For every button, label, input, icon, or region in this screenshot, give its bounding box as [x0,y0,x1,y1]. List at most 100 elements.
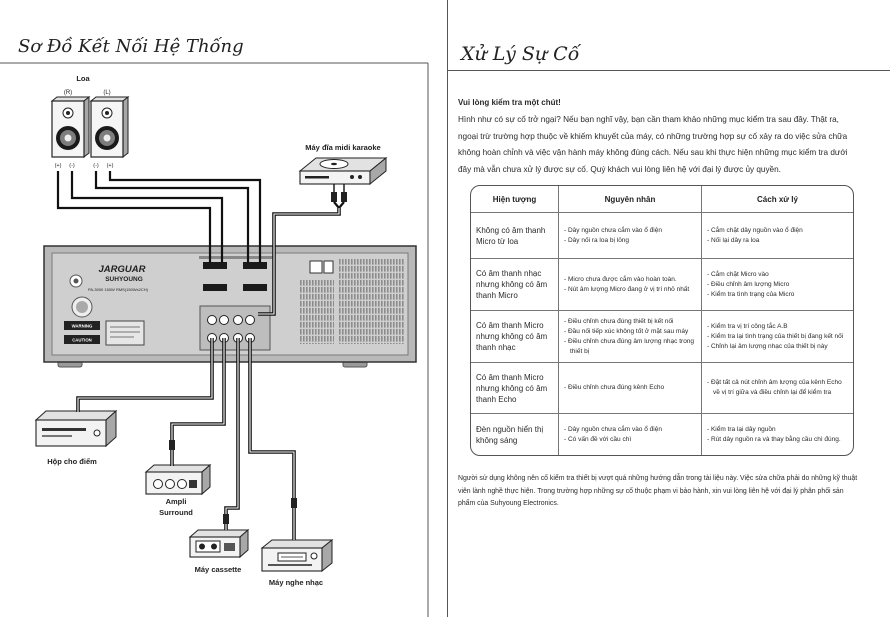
cause-item: - Điều chỉnh chưa đúng thiết bị kết nối [564,317,674,325]
fix-item: - Điều chỉnh âm lượng Micro [707,280,790,288]
symptom-text: Có âm thanh Micro nhưng không có âm than… [476,321,548,352]
speaker-left-label: (L) [103,90,110,96]
speaker-terminal [243,284,267,291]
logo-icon-dot [73,278,79,284]
table-row: Không có âm thanh Micro từ loa - Dây ngu… [471,212,853,258]
device-knob [177,479,187,489]
disclaimer-note: Người sử dụng không nên cố kiểm tra thiế… [458,475,858,507]
cause-cell: - Dây nguồn chưa cắm vào ổ điện - Có vấn… [558,413,701,455]
surround-amp-label: Surround [159,508,193,517]
table-head: Hiện tượng Nguyên nhân Cách xử lý [471,186,853,212]
tape-window [195,540,221,553]
check-heading: Vui lòng kiểm tra một chút! [458,98,561,107]
cause-cell: - Điều chỉnh chưa đúng kênh Echo [558,362,701,413]
cause-item: - Có vấn đề với cầu chì [564,435,632,443]
device-display [42,428,86,431]
karaoke-cable-core [258,208,340,315]
fix-cell: - Cắm chặt Micro vào - Điều chỉnh âm lượ… [701,258,853,310]
rca-jack [219,315,229,325]
device-top [188,529,250,538]
tweeter-center [105,111,109,115]
speaker-terminal [203,284,227,291]
speaker-left [89,95,130,159]
speaker-wire-right-negative [70,171,224,263]
speaker-terminal [243,262,267,269]
amp-brand: JARGUAR [99,264,146,275]
symptom-cell: Đèn nguồn hiển thị không sáng [471,413,558,455]
ventilation-grille [300,280,334,344]
connection-diagram: JARGUAR SUHYOUNG PA-3000 150W RMS(150Wx2… [0,62,429,617]
header-fix: Cách xử lý [701,186,853,212]
surround-amp-label: Ampli [166,497,187,506]
speaker-wire-left-positive [108,171,262,263]
terminal-label: (-) [93,163,99,169]
rca-plug [291,498,297,508]
karaoke-player [298,156,388,202]
device-slot [42,435,72,437]
fix-item: - Kiểm tra lại dây nguồn [707,425,776,433]
device-top [260,539,334,549]
right-title-underline [447,70,890,71]
info-plate [105,320,145,346]
table-header-row: Hiện tượng Nguyên nhân Cách xử lý [471,186,853,212]
fix-item: - Kiểm tra tình trạng của Micro [707,290,795,298]
right-page-title: Xử Lý Sự Cố [461,43,580,65]
fix-item: - Rút dây nguồn ra và thay bằng cầu chì … [707,435,841,443]
fix-item: - Chỉnh lại âm lượng nhạc của thiết bị n… [707,342,828,350]
fix-cell: - Đặt tất cả nút chỉnh âm lượng của kênh… [701,362,853,413]
symptom-text: Đèn nguồn hiển thị không sáng [476,424,544,445]
rca-plug [341,192,347,202]
intro-paragraph: Hình như có sự cố trở ngại? Nếu bạn nghĩ… [458,115,848,174]
troubleshooting-table: Hiện tượng Nguyên nhân Cách xử lý Không … [470,185,854,456]
rca-jack [245,315,255,325]
fix-item: - Kiểm tra vị trí công tắc A.B [707,322,788,330]
surround-amplifier [144,463,212,496]
amp-maker: SUHYOUNG [105,276,143,283]
speaker-right-label: (R) [64,90,72,96]
scoring-box [34,409,118,448]
table-row: Có âm thanh Micro nhưng không có âm than… [471,362,853,413]
scoring-box-cable-core [77,338,213,412]
table-row: Có âm thanh Micro nhưng không có âm than… [471,310,853,362]
left-page-title: Sơ Đồ Kết Nối Hệ Thống [18,36,244,57]
karaoke-button [350,175,354,179]
speaker-side [83,95,90,159]
header-cause: Nguyên nhân [558,186,701,212]
device-switch [189,480,197,488]
rca-plug [169,440,175,450]
fix-item: - Cắm chặt Micro vào [707,270,769,278]
header-symptom: Hiện tượng [492,194,537,204]
cassette-cable [224,338,240,530]
speaker-terminal [203,262,227,269]
fix-cell: - Cắm chặt dây nguồn vào ổ điện - Nối lạ… [701,212,853,258]
caution-label [64,335,100,344]
woofer-cap [103,134,111,142]
device-slot [268,564,312,566]
speaker-right [50,95,91,159]
scoring-box-label: Hộp cho điểm [47,457,97,466]
karaoke-button [358,175,362,179]
tape-reel [199,543,205,550]
cause-item: - Điều chỉnh chưa đúng kênh Echo [564,384,665,391]
rca-plug [331,192,337,202]
certification-mark [309,260,323,274]
karaoke-tray [305,176,329,179]
device-top [144,464,212,473]
karaoke-side [369,156,387,186]
rca-jack [207,315,217,325]
cause-item: - Dây nối ra loa bị lỏng [564,236,630,244]
speakers-label: Loa [76,74,90,83]
tape-reel [211,543,217,550]
fix-item: - Nối lại dây ra loa [707,236,760,244]
tweeter-center [66,111,70,115]
woofer-cap [64,134,72,142]
warning-text: WARNING [72,324,93,329]
symptom-cell: Không có âm thanh Micro từ loa [471,212,558,258]
symptom-text: Có âm thanh nhạc nhưng không có âm thanh… [476,269,548,300]
music-player-label: Máy nghe nhạc [269,578,323,587]
ventilation-grille [338,258,404,344]
table-row: Có âm thanh nhạc nhưng không có âm thanh… [471,258,853,310]
fix-item: - Kiểm tra lại tình trạng của thiết bị đ… [707,332,844,340]
cassette-deck [188,528,250,559]
terminal-label: (-) [69,163,75,169]
